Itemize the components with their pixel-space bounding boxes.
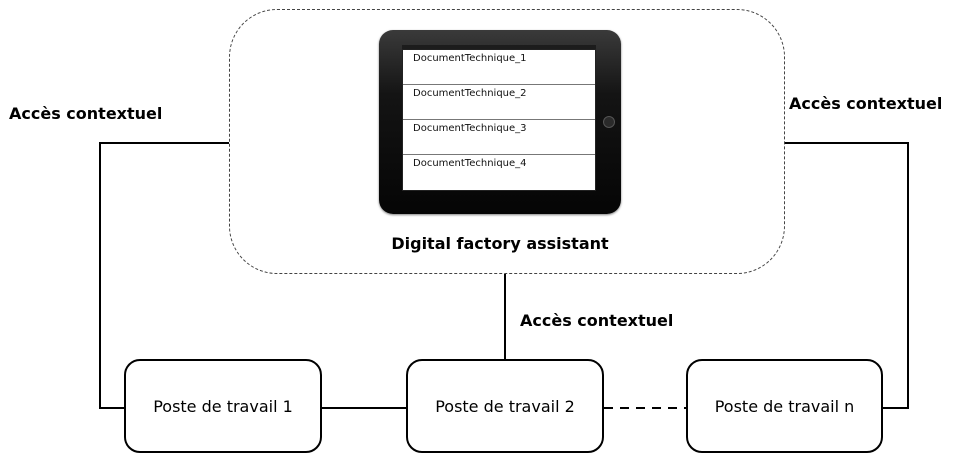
assistant-caption: Digital factory assistant — [391, 234, 609, 253]
left-access-label: Accès contextuel — [9, 104, 163, 123]
left-access-line — [99, 142, 229, 409]
document-item[interactable]: DocumentTechnique_1 — [403, 50, 595, 85]
station-n: Poste de travail n — [686, 359, 883, 453]
right-access-label: Accès contextuel — [789, 94, 943, 113]
document-item[interactable]: DocumentTechnique_3 — [403, 120, 595, 155]
right-access-line — [785, 142, 909, 409]
station-1: Poste de travail 1 — [124, 359, 322, 453]
center-access-label: Accès contextuel — [520, 311, 674, 330]
home-button-icon — [603, 116, 615, 128]
station-2: Poste de travail 2 — [406, 359, 604, 453]
tablet-device: DocumentTechnique_1 DocumentTechnique_2 … — [379, 30, 621, 214]
document-item[interactable]: DocumentTechnique_4 — [413, 158, 527, 169]
tablet-status-bar — [402, 45, 596, 49]
document-item[interactable]: DocumentTechnique_2 — [403, 85, 595, 120]
tablet-screen: DocumentTechnique_1 DocumentTechnique_2 … — [402, 49, 596, 191]
